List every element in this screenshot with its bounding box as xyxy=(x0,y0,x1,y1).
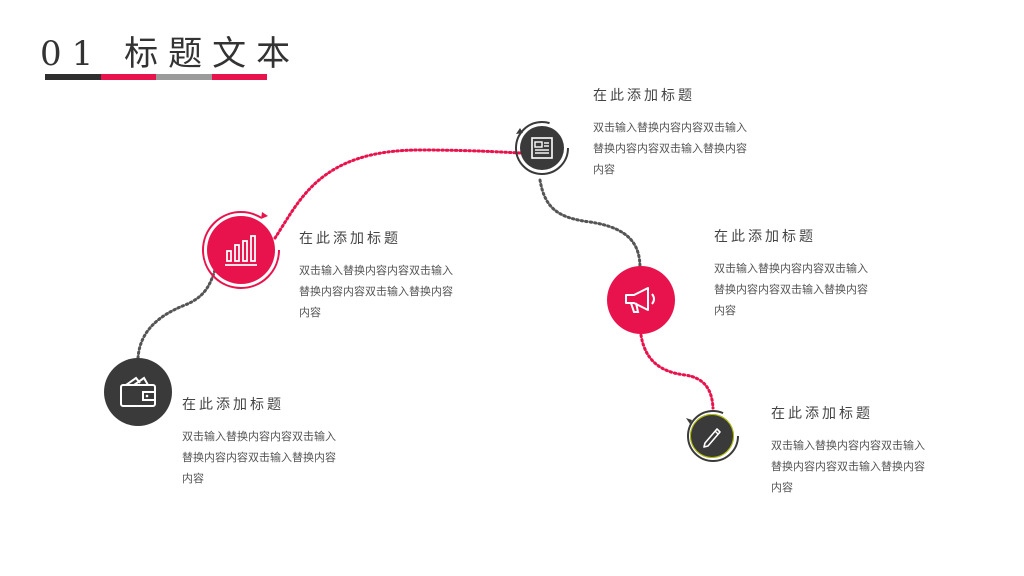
block-heading[interactable]: 在此添加标题 xyxy=(593,88,695,104)
connector-dark-1 xyxy=(136,268,217,360)
node-pen xyxy=(690,414,734,458)
wallet-icon xyxy=(120,376,156,407)
connector-red-1 xyxy=(273,148,522,240)
block-heading[interactable]: 在此添加标题 xyxy=(182,397,284,413)
bar-segment-1 xyxy=(45,74,101,80)
text-block-3: 在此添加标题 双击输入替换内容内容双击输入替换内容内容双击输入替换内容内容 xyxy=(593,85,753,180)
node-newspaper xyxy=(520,126,564,170)
block-heading[interactable]: 在此添加标题 xyxy=(771,406,873,422)
node-wallet xyxy=(104,358,172,426)
page-title: 01 标题文本 xyxy=(40,34,301,74)
node-megaphone xyxy=(607,266,675,334)
text-block-2: 在此添加标题 双击输入替换内容内容双击输入替换内容内容双击输入替换内容内容 xyxy=(299,228,459,323)
text-block-5: 在此添加标题 双击输入替换内容内容双击输入替换内容内容双击输入替换内容内容 xyxy=(771,403,931,498)
block-body[interactable]: 双击输入替换内容内容双击输入替换内容内容双击输入替换内容内容 xyxy=(714,262,868,317)
bar-segment-3 xyxy=(156,74,212,80)
newspaper-icon xyxy=(531,137,553,159)
title-underline-bar xyxy=(45,74,267,80)
block-body[interactable]: 双击输入替换内容内容双击输入替换内容内容双击输入替换内容内容 xyxy=(593,121,747,176)
node-bar-chart xyxy=(207,216,275,284)
bar-segment-2 xyxy=(100,74,156,80)
block-body[interactable]: 双击输入替换内容内容双击输入替换内容内容双击输入替换内容内容 xyxy=(299,264,453,319)
bar-segment-4 xyxy=(211,74,267,80)
connector-dark-2 xyxy=(538,178,642,270)
text-block-4: 在此添加标题 双击输入替换内容内容双击输入替换内容内容双击输入替换内容内容 xyxy=(714,226,874,321)
connector-red-2 xyxy=(639,333,715,410)
text-block-1: 在此添加标题 双击输入替换内容内容双击输入替换内容内容双击输入替换内容内容 xyxy=(182,394,342,489)
megaphone-icon xyxy=(625,287,655,313)
block-heading[interactable]: 在此添加标题 xyxy=(299,231,401,247)
bar-chart-icon xyxy=(225,235,257,266)
block-heading[interactable]: 在此添加标题 xyxy=(714,229,816,245)
block-body[interactable]: 双击输入替换内容内容双击输入替换内容内容双击输入替换内容内容 xyxy=(771,439,925,494)
pen-icon xyxy=(703,428,721,448)
block-body[interactable]: 双击输入替换内容内容双击输入替换内容内容双击输入替换内容内容 xyxy=(182,430,336,485)
